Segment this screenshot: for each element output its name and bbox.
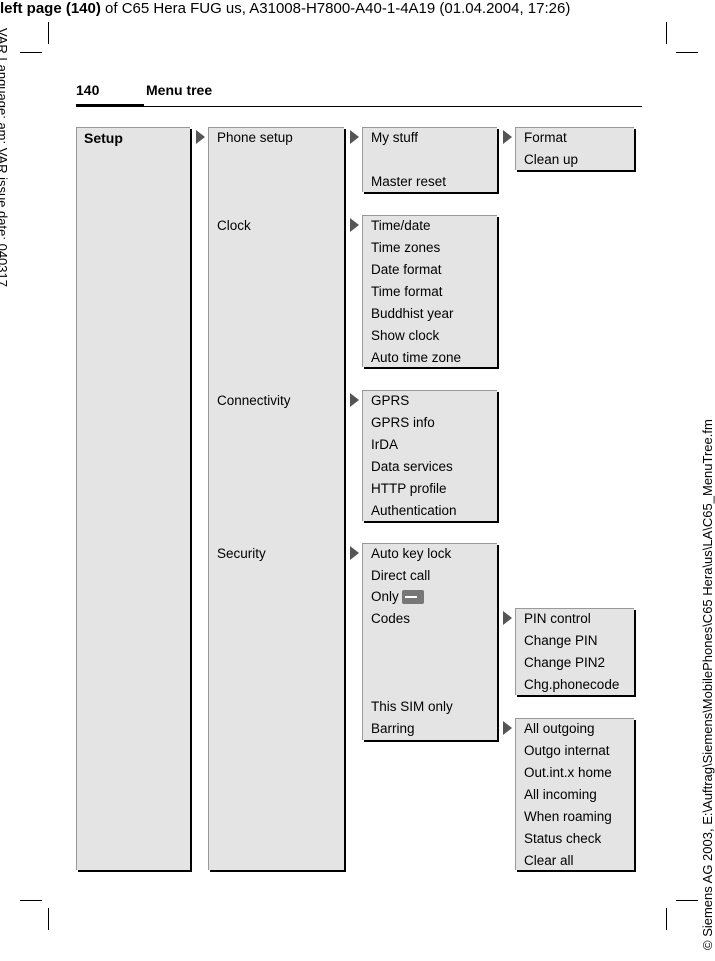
menu-item: Time/date: [371, 218, 431, 233]
menu-item: Data services: [371, 459, 453, 474]
crop-mark: [20, 900, 42, 901]
arrow-right-icon: [503, 130, 512, 144]
side-note-right: © Siemens AG 2003, E:\Auftrag\Siemens\Mo…: [700, 419, 715, 950]
crop-mark: [20, 52, 42, 53]
connectivity-submenu: GPRS GPRS info IrDA Data services HTTP p…: [362, 390, 497, 521]
menu-item: Master reset: [371, 174, 447, 189]
page-number: 140: [76, 82, 100, 98]
level2-connectivity: Connectivity: [217, 393, 291, 408]
menu-item: Buddhist year: [371, 306, 454, 321]
arrow-right-icon: [196, 130, 205, 144]
menu-item-label: Only: [371, 589, 399, 604]
header-rule-accent: [76, 104, 144, 107]
menu-item: Date format: [371, 262, 442, 277]
menu-item: When roaming: [524, 809, 612, 824]
menu-item: My stuff: [371, 130, 419, 145]
crop-mark: [666, 22, 667, 44]
clock-submenu: Time/date Time zones Date format Time fo…: [362, 215, 497, 367]
barring-submenu: All outgoing Outgo internat Out.int.x ho…: [515, 718, 634, 870]
crop-mark: [676, 52, 698, 53]
crop-mark: [48, 22, 49, 44]
document-header: left page (140) of C65 Hera FUG us, A310…: [0, 0, 570, 17]
menu-item: Time zones: [371, 240, 441, 255]
menu-item: Auto key lock: [371, 546, 452, 561]
menu-item: Authentication: [371, 503, 457, 518]
arrow-right-icon: [350, 218, 359, 232]
menu-item: Out.int.x home: [524, 765, 612, 780]
arrow-right-icon: [350, 130, 359, 144]
level1-column: [76, 127, 190, 870]
menu-item-only: Only: [371, 589, 424, 605]
header-rule: [76, 106, 642, 107]
security-submenu: Auto key lock Direct call Only Codes Thi…: [362, 543, 497, 740]
menu-item: Codes: [371, 611, 411, 626]
header-page-ref: left page (140): [0, 0, 101, 17]
menu-item: Barring: [371, 721, 415, 736]
my-stuff-submenu: Format Clean up: [515, 127, 634, 170]
crop-mark: [666, 908, 667, 930]
menu-item: GPRS info: [371, 415, 435, 430]
level1-setup: Setup: [84, 130, 123, 146]
codes-submenu: PIN control Change PIN Change PIN2 Chg.p…: [515, 608, 634, 695]
menu-item: PIN control: [524, 611, 591, 626]
menu-item: Clean up: [524, 152, 579, 167]
arrow-right-icon: [503, 721, 512, 735]
menu-item: This SIM only: [371, 699, 453, 714]
menu-item: All outgoing: [524, 721, 595, 736]
level2-security: Security: [217, 546, 266, 561]
arrow-right-icon: [350, 393, 359, 407]
menu-item: Outgo internat: [524, 743, 610, 758]
menu-item: Clear all: [524, 853, 574, 868]
menu-item: Direct call: [371, 568, 431, 583]
menu-item: Show clock: [371, 328, 440, 343]
arrow-right-icon: [350, 546, 359, 560]
phone-setup-submenu: My stuff Master reset: [362, 127, 497, 192]
side-note-left: VAR Language: am; VAR issue date: 040317: [0, 28, 10, 287]
menu-item: IrDA: [371, 437, 398, 452]
menu-item: Status check: [524, 831, 602, 846]
menu-item: Time format: [371, 284, 443, 299]
key-icon: [401, 590, 424, 605]
page-title: Menu tree: [146, 82, 213, 98]
level2-column: [208, 127, 344, 870]
crop-mark: [48, 908, 49, 930]
menu-item: Change PIN: [524, 633, 598, 648]
menu-item: HTTP profile: [371, 481, 447, 496]
level2-clock: Clock: [217, 218, 251, 233]
menu-item: Format: [524, 130, 567, 145]
header-doc-info: of C65 Hera FUG us, A31008-H7800-A40-1-4…: [100, 0, 571, 17]
level2-phone-setup: Phone setup: [217, 130, 293, 145]
menu-item: GPRS: [371, 393, 410, 408]
arrow-right-icon: [503, 611, 512, 625]
menu-item: Chg.phonecode: [524, 677, 620, 692]
menu-item: Change PIN2: [524, 655, 606, 670]
crop-mark: [676, 900, 698, 901]
menu-item: All incoming: [524, 787, 597, 802]
menu-item: Auto time zone: [371, 350, 462, 365]
